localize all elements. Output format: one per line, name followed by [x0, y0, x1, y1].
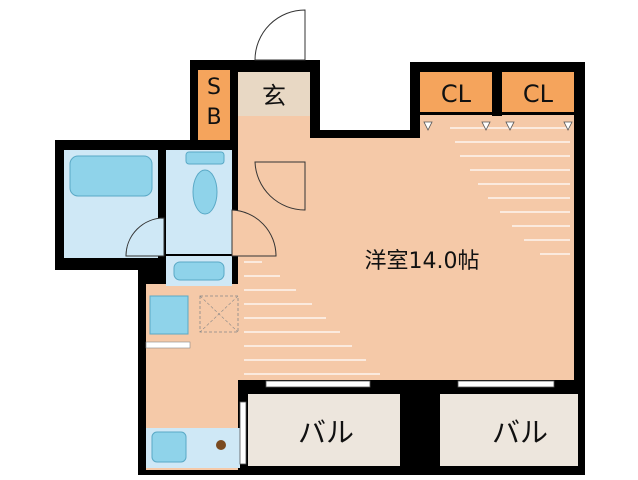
toilet-bowl	[192, 169, 218, 215]
closet-2	[502, 72, 574, 112]
balcony-divider	[400, 388, 440, 474]
windows	[239, 380, 555, 465]
toilet-tank	[185, 151, 225, 165]
shoe-box-label-b: B	[206, 105, 221, 130]
kitchen-sink	[151, 431, 187, 463]
door-swings	[125, 9, 306, 257]
closet-1	[420, 72, 492, 112]
balcony-2-label: バル	[492, 416, 548, 449]
entrance-floor	[238, 72, 310, 116]
main-room-label: 洋室14.0帖	[365, 249, 480, 274]
entrance-label: 玄	[262, 82, 286, 110]
bathtub	[69, 155, 153, 197]
washing-machine	[149, 295, 189, 335]
balcony-2	[440, 394, 578, 466]
entrance-step	[238, 116, 310, 138]
kitchen-burner	[216, 440, 226, 450]
shoe-box	[198, 70, 230, 140]
main-room-floor	[238, 115, 574, 380]
balcony-1	[248, 394, 400, 466]
closet-divider	[492, 72, 502, 116]
balcony-1-label: バル	[298, 416, 354, 449]
closet-door-markers	[423, 121, 573, 131]
shoe-box-label-s: S	[207, 75, 221, 100]
bath-wall	[158, 148, 164, 258]
closet-1-label: CL	[441, 80, 472, 108]
closet-2-label: CL	[523, 80, 554, 108]
room-hatching	[244, 127, 570, 375]
kitchen-counter	[145, 341, 191, 349]
washbasin	[173, 261, 225, 281]
